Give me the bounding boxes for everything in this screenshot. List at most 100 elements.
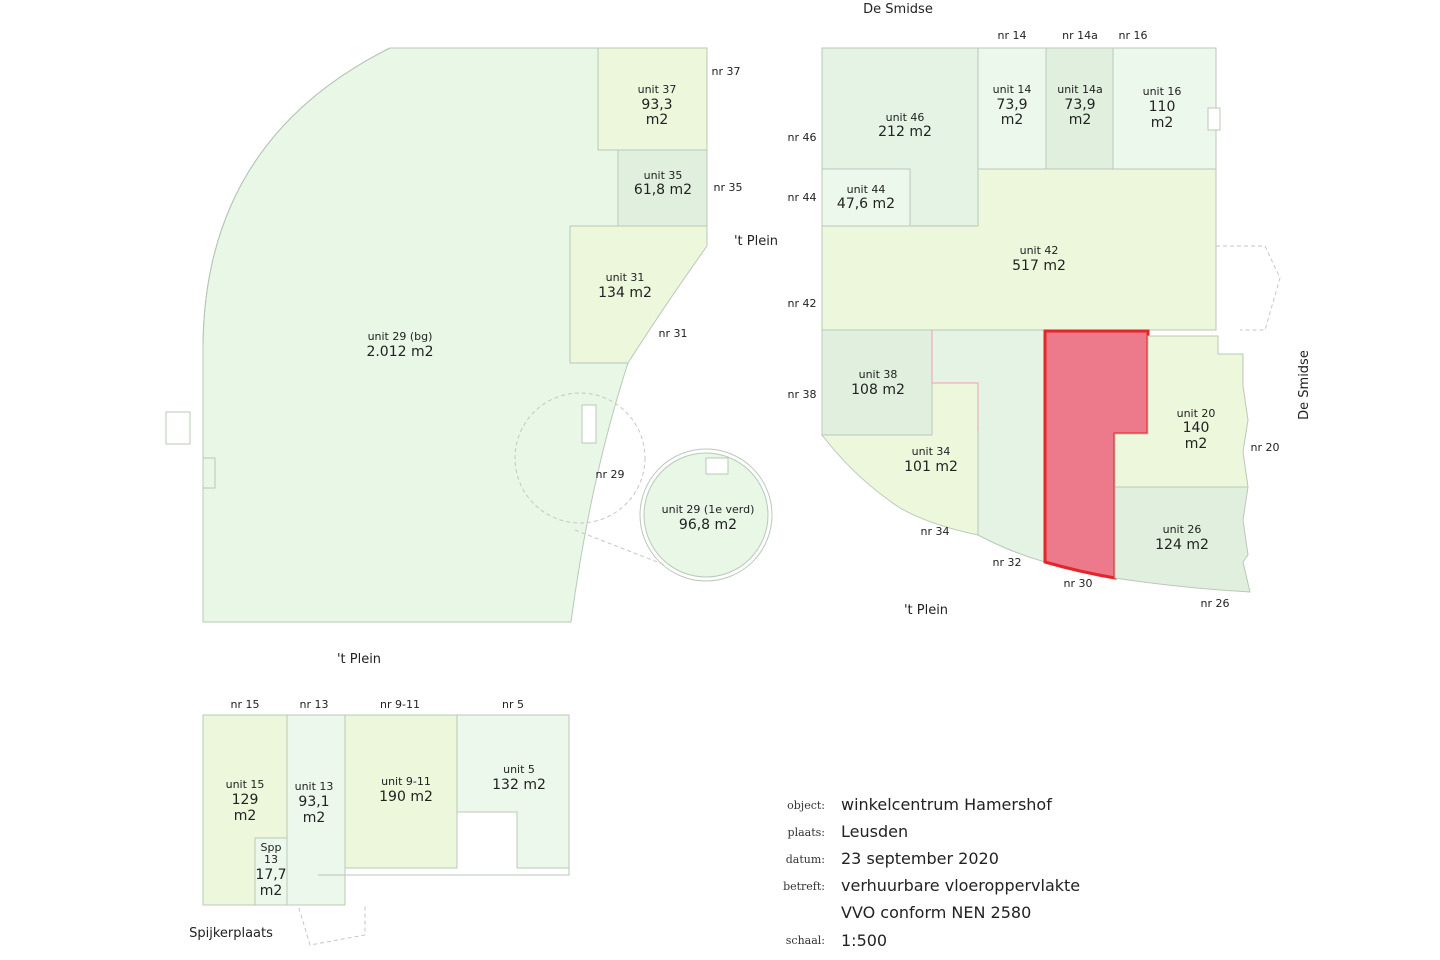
- circle-outline: [639, 448, 773, 582]
- unit-16-label: unit 16: [1143, 85, 1182, 98]
- address-nr32: nr 32: [993, 556, 1022, 569]
- unit-20-shape[interactable]: [1114, 335, 1249, 488]
- street-de-smidse-top: De Smidse: [863, 2, 933, 17]
- spp-13-area-1: 17,7: [255, 867, 286, 883]
- legend-betreft-key: betreft:: [783, 880, 825, 893]
- address-nr42: nr 42: [788, 297, 817, 310]
- unit-16-area-2: m2: [1151, 115, 1174, 131]
- legend-betreft-value-1: verhuurbare vloeroppervlakte: [841, 876, 1080, 895]
- address-nr13: nr 13: [300, 698, 329, 711]
- unit-31-label: unit 31: [606, 271, 645, 284]
- unit-35-label: unit 35: [644, 169, 683, 182]
- unit-29-1e-label: unit 29 (1e verd): [662, 503, 755, 516]
- unit-37-area-1: 93,3: [641, 97, 672, 113]
- unit-labels: unit 29 (bg) 2.012 m2 unit 37 93,3 m2 un…: [226, 83, 1216, 899]
- legend-object-key: object:: [787, 799, 825, 812]
- unit-29-1e-verd: [639, 448, 773, 582]
- unit-5-shape[interactable]: [456, 714, 570, 869]
- address-nr14: nr 14: [998, 29, 1027, 42]
- dashed-extension: [1216, 245, 1281, 331]
- bottom-building: [202, 714, 570, 946]
- address-nr38: nr 38: [788, 388, 817, 401]
- unit-16-shape[interactable]: [1112, 47, 1217, 170]
- unit-14-area-1: 73,9: [996, 97, 1027, 113]
- unit-46-label: unit 46: [886, 111, 925, 124]
- address-nr9-11: nr 9-11: [380, 698, 420, 711]
- spp-13-area-2: m2: [260, 883, 283, 899]
- address-nr44: nr 44: [788, 191, 817, 204]
- address-nr30: nr 30: [1064, 577, 1093, 590]
- unit-5-area: 132 m2: [492, 777, 546, 793]
- address-nr20: nr 20: [1251, 441, 1280, 454]
- spp-13-shape[interactable]: [254, 837, 288, 906]
- address-nr34: nr 34: [921, 525, 950, 538]
- address-nr15: nr 15: [231, 698, 260, 711]
- legend-plaats-value: Leusden: [841, 822, 908, 841]
- street-plein-mid: 't Plein: [734, 234, 778, 249]
- unit-5-label: unit 5: [503, 763, 535, 776]
- stair: [705, 457, 729, 475]
- legend-datum-value: 23 september 2020: [841, 849, 999, 868]
- unit-14a-area-1: 73,9: [1064, 97, 1095, 113]
- unit-34-area: 101 m2: [904, 459, 958, 475]
- unit-13-shape[interactable]: [286, 714, 346, 906]
- legend-plaats-key: plaats:: [788, 826, 825, 839]
- dashed-link: [574, 529, 666, 566]
- unit-29-1e-area: 96,8 m2: [679, 517, 737, 533]
- unit-26-shape[interactable]: [1114, 486, 1251, 593]
- column: [202, 457, 216, 489]
- address-nr46: nr 46: [788, 131, 817, 144]
- unit-46-area: 212 m2: [878, 124, 932, 140]
- unit-37-area-2: m2: [646, 112, 669, 128]
- unit-35-area: 61,8 m2: [634, 182, 692, 198]
- dashed-stairs: [287, 904, 366, 946]
- address-nr26: nr 26: [1201, 597, 1230, 610]
- stair-shaft: [165, 411, 191, 445]
- unit-15-area-2: m2: [234, 808, 257, 824]
- unit-44-shape[interactable]: [821, 168, 911, 227]
- back-wall: [318, 868, 570, 876]
- address-nr29: nr 29: [596, 468, 625, 481]
- unit-42-label: unit 42: [1020, 244, 1059, 257]
- legend-object-value: winkelcentrum Hamershof: [841, 795, 1052, 814]
- address-nr5: nr 5: [502, 698, 524, 711]
- unit-20-area-1: 140: [1183, 420, 1210, 436]
- spp-13-label-1: Spp: [261, 841, 282, 854]
- unit-14a-label: unit 14a: [1057, 83, 1103, 96]
- address-nr35: nr 35: [714, 181, 743, 194]
- unit-29-area: 2.012 m2: [366, 344, 433, 360]
- unit-14-area-2: m2: [1001, 112, 1024, 128]
- street-de-smidse-right: De Smidse: [1297, 350, 1312, 420]
- dashed-circle: [514, 392, 646, 524]
- address-nr31: nr 31: [659, 327, 688, 340]
- unit-31-shape[interactable]: [569, 225, 708, 364]
- address-nr14a: nr 14a: [1062, 29, 1098, 42]
- street-plein-right: 't Plein: [904, 603, 948, 618]
- unit-38-label: unit 38: [859, 368, 898, 381]
- address-nr16: nr 16: [1119, 29, 1148, 42]
- unit-20-area-2: m2: [1185, 436, 1208, 452]
- unit-14a-area-2: m2: [1069, 112, 1092, 128]
- legend-betreft-value-2: VVO conform NEN 2580: [841, 903, 1031, 922]
- unit-14a-shape[interactable]: [1045, 47, 1114, 170]
- outer-wall: [202, 47, 391, 346]
- right-building: [820, 47, 1281, 593]
- unit-20-label: unit 20: [1177, 407, 1216, 420]
- unit-37-shape[interactable]: [597, 47, 708, 151]
- unit-16-area-1: 110: [1149, 99, 1176, 115]
- unit-44-label: unit 44: [847, 183, 886, 196]
- unit-29-1e-shape[interactable]: [643, 452, 769, 578]
- unit-15-label: unit 15: [226, 778, 265, 791]
- unit-14-shape[interactable]: [977, 47, 1047, 170]
- unit-9-11-shape[interactable]: [344, 714, 458, 869]
- unit-29-label: unit 29 (bg): [368, 330, 433, 343]
- street-names: De Smidse De Smidse 't Plein 't Plein 't…: [189, 2, 1312, 941]
- unit-14-label: unit 14: [993, 83, 1032, 96]
- unit-31-area: 134 m2: [598, 285, 652, 301]
- unit-13-label: unit 13: [295, 780, 334, 793]
- unit-26-area: 124 m2: [1155, 537, 1209, 553]
- address-nr37: nr 37: [712, 65, 741, 78]
- unit-34-label: unit 34: [912, 445, 951, 458]
- street-spijkerplaats: Spijkerplaats: [189, 926, 273, 941]
